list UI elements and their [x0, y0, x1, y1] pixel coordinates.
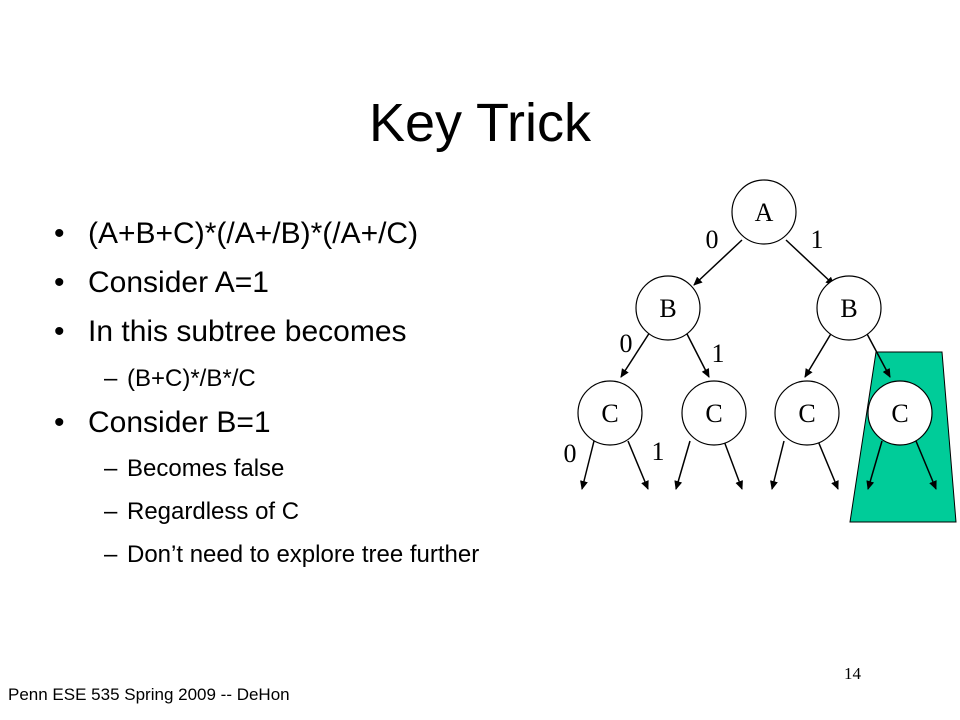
dash-mark: –	[104, 541, 118, 568]
sub-bullet-subtree-expr: – (B+C)*/B*/C	[104, 364, 507, 393]
bullet-consider-a: • Consider A=1	[54, 263, 269, 303]
bullet-consider-b-text: Consider B=1	[88, 406, 271, 439]
edge-label-c-0: 0	[564, 439, 577, 468]
node-b-right-label: B	[840, 294, 857, 323]
sub-bullet-false: – Becomes false	[104, 454, 507, 483]
node-c1	[577, 380, 643, 446]
edge-b-right-c3	[804, 331, 833, 378]
edge-label-b-0: 0	[620, 329, 633, 358]
edge-label-a-0: 0	[706, 225, 719, 254]
edge-b-left-c1	[620, 331, 651, 378]
node-c2-label: C	[705, 399, 722, 428]
sub-bullet-dont-need-text: Don’t need to explore tree further	[127, 541, 480, 568]
edge-c3-right	[817, 440, 839, 490]
edge-c2-right	[723, 440, 743, 490]
slide-footer: Penn ESE 535 Spring 2009 -- DeHon	[8, 685, 290, 704]
node-c4-label: C	[891, 399, 908, 428]
node-a	[731, 179, 797, 245]
slide-title: Key Trick	[368, 93, 592, 153]
node-a-label: A	[755, 198, 774, 227]
edge-a-b-right	[785, 239, 835, 286]
node-b-left	[635, 275, 701, 341]
bullet-expression: • (A+B+C)*(/A+/B)*(/A+/C)	[54, 214, 419, 254]
node-c4	[867, 380, 933, 446]
bullet-mark: •	[54, 406, 65, 439]
edge-c1-right	[627, 440, 649, 490]
sub-bullet-dont-need: – Don’t need to explore tree further	[104, 540, 507, 569]
dash-mark: –	[104, 365, 118, 392]
tree-edges	[580, 239, 937, 490]
node-b-left-label: B	[659, 294, 676, 323]
edge-label-b-1: 1	[712, 339, 725, 368]
node-c2	[681, 380, 747, 446]
bullet-consider-b: • Consider B=1	[54, 403, 271, 443]
node-c1-label: C	[601, 399, 618, 428]
dash-mark: –	[104, 498, 118, 525]
bullet-mark: •	[54, 315, 65, 348]
node-c3-label: C	[798, 399, 815, 428]
node-b-right	[816, 275, 882, 341]
bullet-subtree: • In this subtree becomes	[54, 312, 407, 352]
edge-c4-left	[866, 440, 883, 490]
page-number: 14	[844, 664, 861, 683]
sub-bullet-false-text: Becomes false	[127, 455, 285, 482]
node-c3	[774, 380, 840, 446]
edge-c4-right	[915, 440, 937, 490]
edge-b-left-c2	[685, 331, 710, 378]
edge-c2-left	[674, 440, 691, 490]
edge-a-b-left	[693, 239, 743, 286]
bullet-mark: •	[54, 266, 65, 299]
edge-label-c-1: 1	[652, 437, 665, 466]
sub-bullet-subtree-expr-text: (B+C)*/B*/C	[127, 365, 256, 392]
edge-c3-left	[770, 440, 785, 490]
edge-b-right-c4	[865, 331, 891, 378]
sub-bullet-regardless-text: Regardless of C	[127, 498, 300, 525]
dash-mark: –	[104, 455, 118, 482]
bullet-subtree-text: In this subtree becomes	[88, 315, 407, 348]
edge-c1-left	[580, 440, 595, 490]
sub-bullet-regardless: – Regardless of C	[104, 497, 507, 526]
bullet-consider-a-text: Consider A=1	[88, 266, 269, 299]
bullet-mark: •	[54, 217, 65, 250]
bullet-expression-text: (A+B+C)*(/A+/B)*(/A+/C)	[88, 217, 419, 250]
edge-label-a-1: 1	[811, 225, 824, 254]
